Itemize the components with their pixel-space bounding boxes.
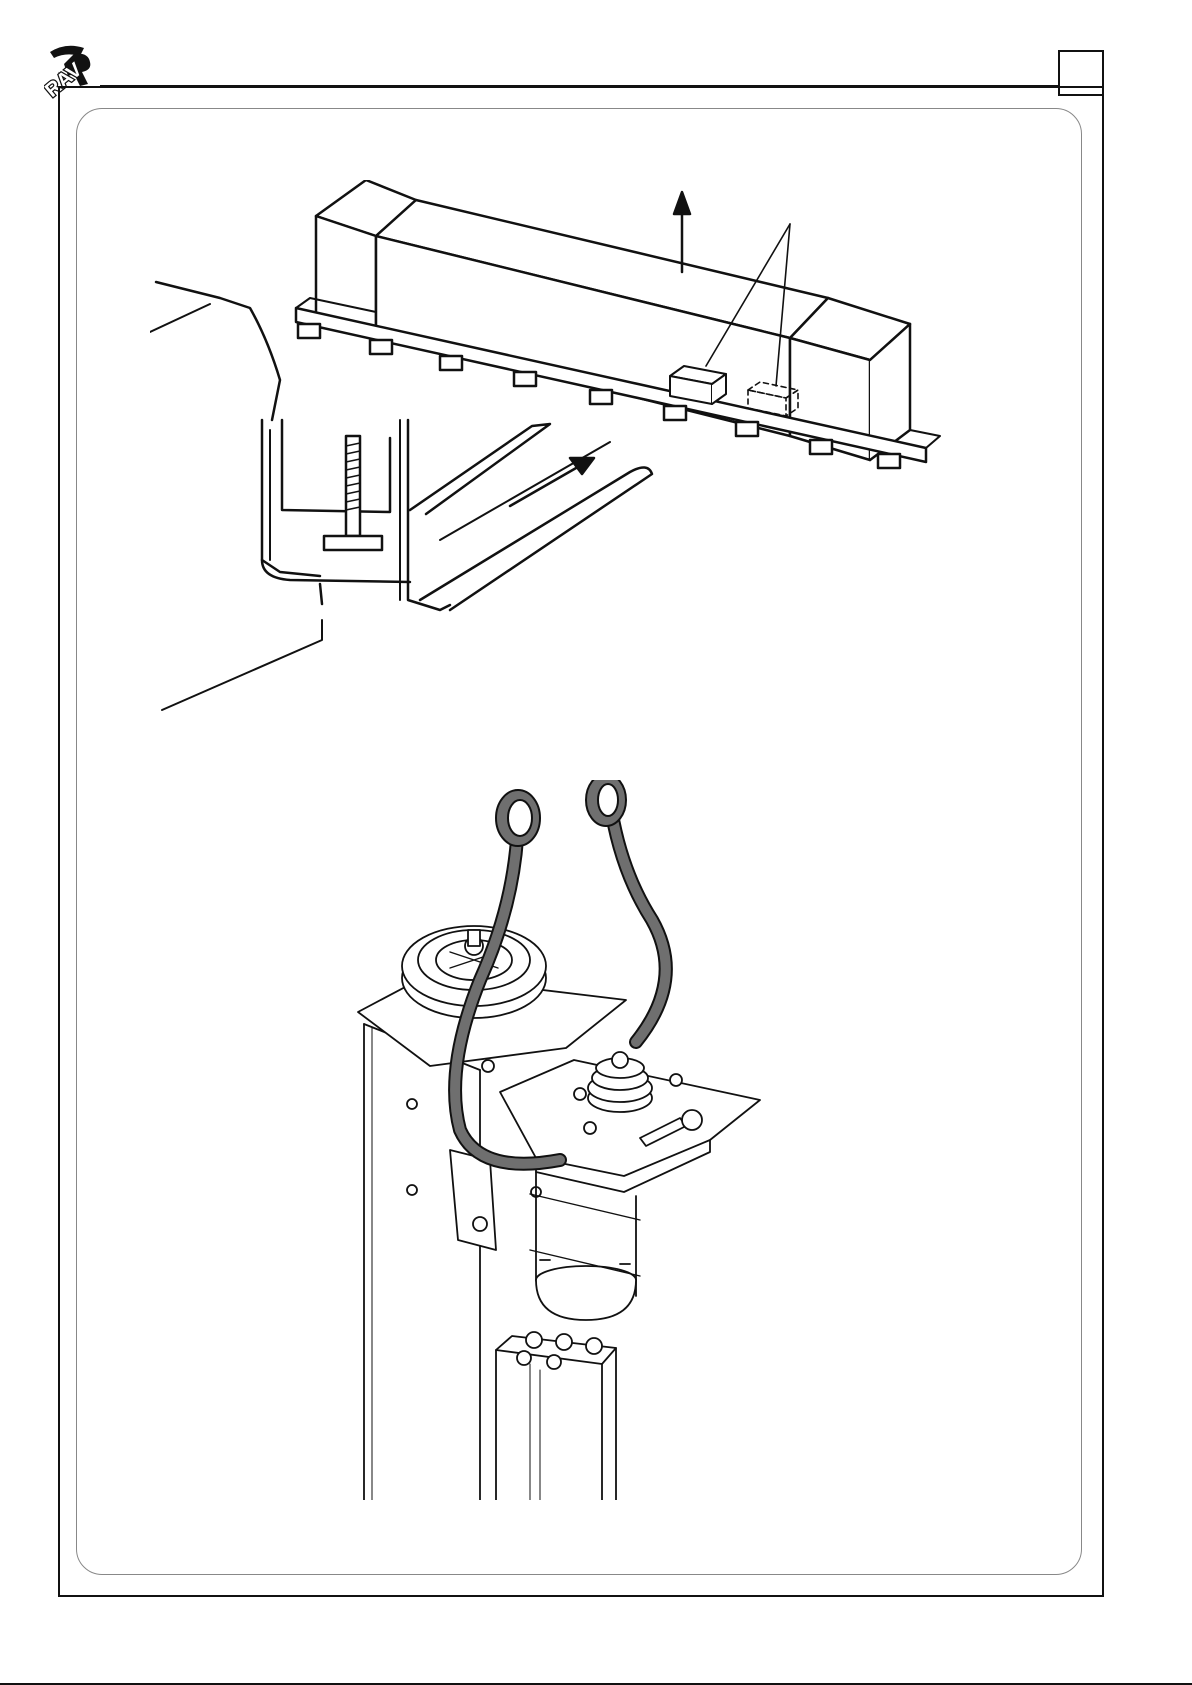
column-straps-figure <box>340 780 780 1500</box>
crate-forklift-figure <box>150 180 1000 720</box>
crate-on-forklift-illustration <box>150 180 1000 720</box>
column-lifting-straps-illustration <box>340 780 780 1500</box>
